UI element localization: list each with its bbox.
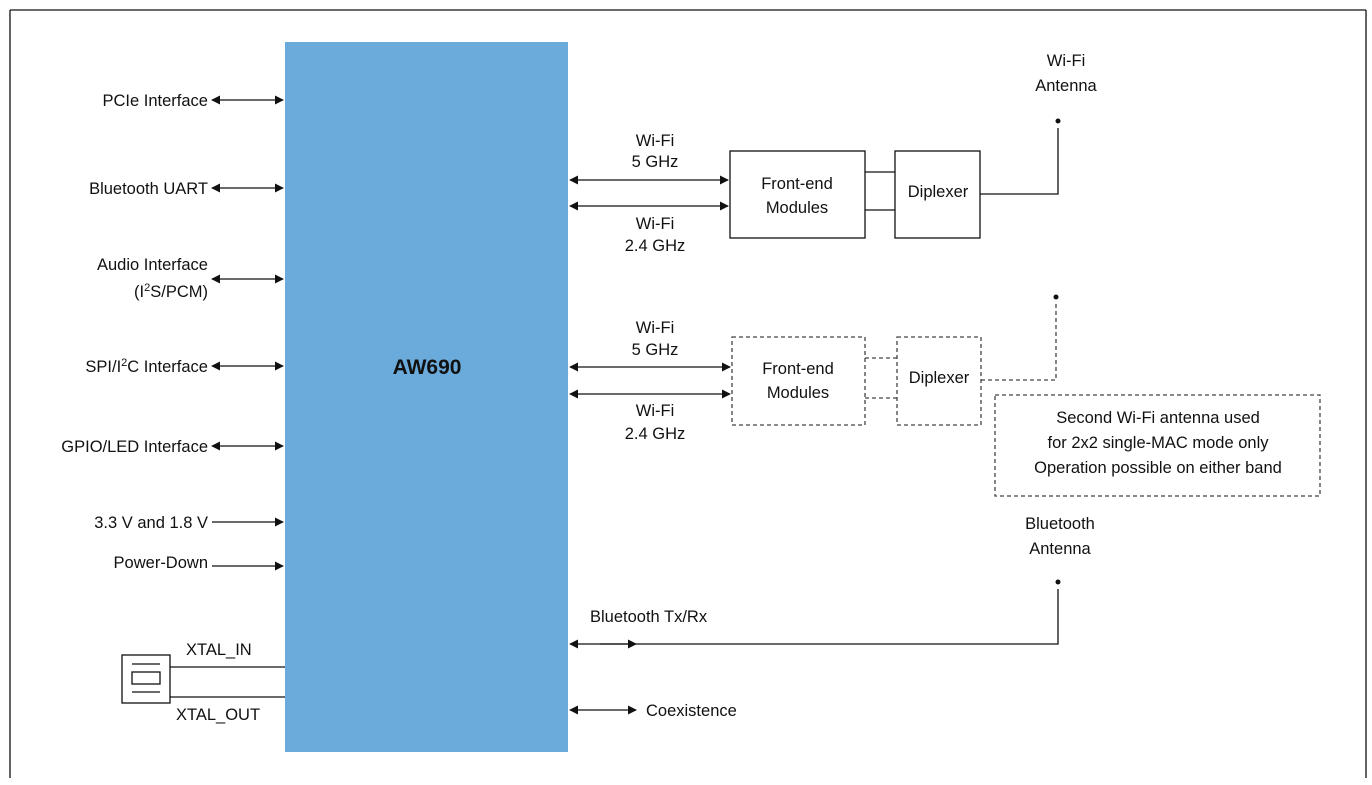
second-antenna-note-box (994, 394, 1321, 497)
front-end-modules-box (729, 150, 866, 239)
wifi-antenna-label: Wi-Fi (1047, 52, 1085, 70)
front-end-modules-sublabel: Modules (766, 199, 828, 217)
audio-interface-label: Audio Interface (97, 256, 208, 274)
wifi-antenna-sublabel: Antenna (1035, 77, 1097, 95)
front-end-modules-label: Front-end (761, 175, 833, 193)
bluetooth-path: Bluetooth Antenna Bluetooth Tx/Rx (569, 515, 1095, 649)
diplexer-box-2 (896, 336, 982, 426)
host-interfaces: PCIe Interface Bluetooth UART Audio Inte… (61, 92, 284, 572)
spi-i2c-interface-label: SPI/I2C Interface (85, 357, 208, 376)
pcie-interface-label: PCIe Interface (103, 92, 208, 110)
wifi-5ghz-sublabel-2: 5 GHz (632, 341, 679, 359)
second-antenna-note-line3: Operation possible on either band (1034, 459, 1282, 477)
bluetooth-txrx-label: Bluetooth Tx/Rx (590, 608, 708, 626)
wifi-24ghz-label: Wi-Fi (636, 215, 674, 233)
front-end-modules-label-2: Front-end (762, 360, 834, 378)
xtal-out-label: XTAL_OUT (176, 706, 260, 724)
antenna-icon (1041, 275, 1071, 300)
wifi-path-secondary: Wi-Fi 5 GHz Wi-Fi 2.4 GHz Front-end Modu… (569, 275, 1321, 497)
front-end-modules-box-2 (731, 336, 866, 426)
xtal-in-label: XTAL_IN (186, 641, 252, 659)
crystal-icon (121, 654, 171, 704)
wifi-5ghz-label-2: Wi-Fi (636, 319, 674, 337)
coexistence: Coexistence (569, 702, 737, 720)
diplexer-label: Diplexer (908, 183, 969, 201)
wifi-5ghz-label: Wi-Fi (636, 132, 674, 150)
bluetooth-uart-label: Bluetooth UART (89, 180, 208, 198)
wifi-24ghz-sublabel: 2.4 GHz (625, 237, 686, 255)
gpio-led-interface-label: GPIO/LED Interface (61, 438, 208, 456)
power-down-label: Power-Down (114, 554, 208, 572)
crystal: XTAL_IN XTAL_OUT (121, 641, 285, 724)
coexistence-label: Coexistence (646, 702, 737, 720)
wifi-24ghz-label-2: Wi-Fi (636, 402, 674, 420)
wifi-24ghz-sublabel-2: 2.4 GHz (625, 425, 686, 443)
diplexer-label-2: Diplexer (909, 369, 970, 387)
power-supply-label: 3.3 V and 1.8 V (94, 514, 208, 532)
chip-name: AW690 (393, 356, 462, 379)
front-end-modules-sublabel-2: Modules (767, 384, 829, 402)
antenna-icon (1043, 99, 1073, 124)
wifi-5ghz-sublabel: 5 GHz (632, 153, 679, 171)
bluetooth-antenna-sublabel: Antenna (1029, 540, 1091, 558)
diplexer-box (894, 150, 981, 239)
bluetooth-link-line (569, 589, 1059, 649)
second-antenna-note-line1: Second Wi-Fi antenna used (1056, 409, 1260, 427)
second-antenna-note-line2: for 2x2 single-MAC mode only (1047, 434, 1269, 452)
antenna-icon (1043, 560, 1073, 585)
chip-block (285, 42, 568, 752)
bluetooth-antenna-label: Bluetooth (1025, 515, 1095, 533)
diagram-frame (9, 9, 1367, 778)
audio-interface-sublabel: (I2S/PCM) (134, 282, 208, 301)
wifi-path-primary: Wi-Fi 5 GHz Wi-Fi 2.4 GHz Front-end Modu… (569, 52, 1098, 255)
